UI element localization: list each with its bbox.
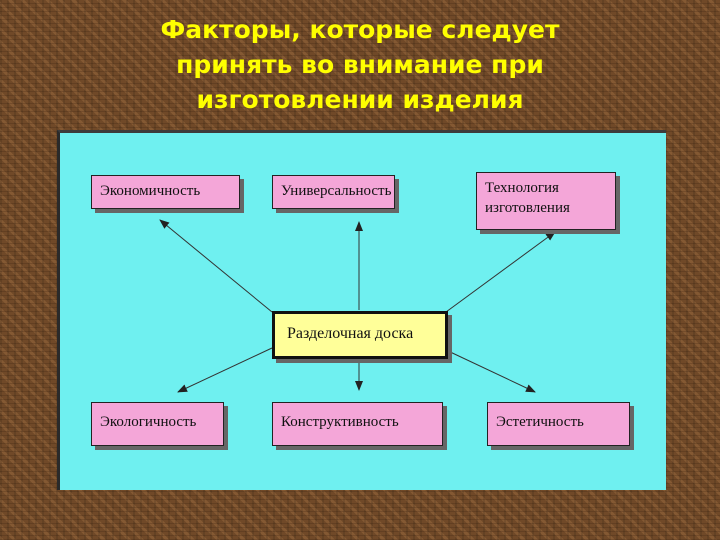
title-line-2: принять во внимание при — [176, 50, 544, 79]
title-line-3: изготовлении изделия — [196, 85, 524, 114]
factor-construction-box: Конструктивность — [272, 402, 443, 446]
arrow-to-economy — [159, 219, 273, 313]
factor-economy-label: Экономичность — [100, 183, 201, 199]
center-label: Разделочная доска — [287, 325, 414, 342]
slide-title: Факторы, которые следует принять во вним… — [0, 12, 720, 117]
arrow-to-technology — [445, 231, 556, 313]
factor-ecology-box: Экологичность — [91, 402, 224, 446]
arrow-to-aesthetics — [445, 349, 536, 393]
factor-ecology-label: Экологичность — [100, 414, 197, 430]
factor-aesthetics-box: Эстетичность — [487, 402, 630, 446]
factor-universality-label: Универсальность — [281, 183, 392, 199]
factor-economy-box: Экономичность — [91, 175, 240, 209]
factor-construction-label: Конструктивность — [281, 414, 399, 430]
factor-technology-label-line-2: изготовления — [485, 200, 570, 216]
arrow-to-ecology — [177, 347, 273, 393]
factor-aesthetics-label: Эстетичность — [496, 414, 584, 430]
factor-technology-box: Технология изготовления — [476, 172, 616, 230]
factor-universality-box: Универсальность — [272, 175, 395, 209]
center-box: Разделочная доска — [272, 311, 448, 359]
factor-technology-label-line-1: Технология — [485, 180, 559, 196]
title-line-1: Факторы, которые следует — [160, 15, 560, 44]
